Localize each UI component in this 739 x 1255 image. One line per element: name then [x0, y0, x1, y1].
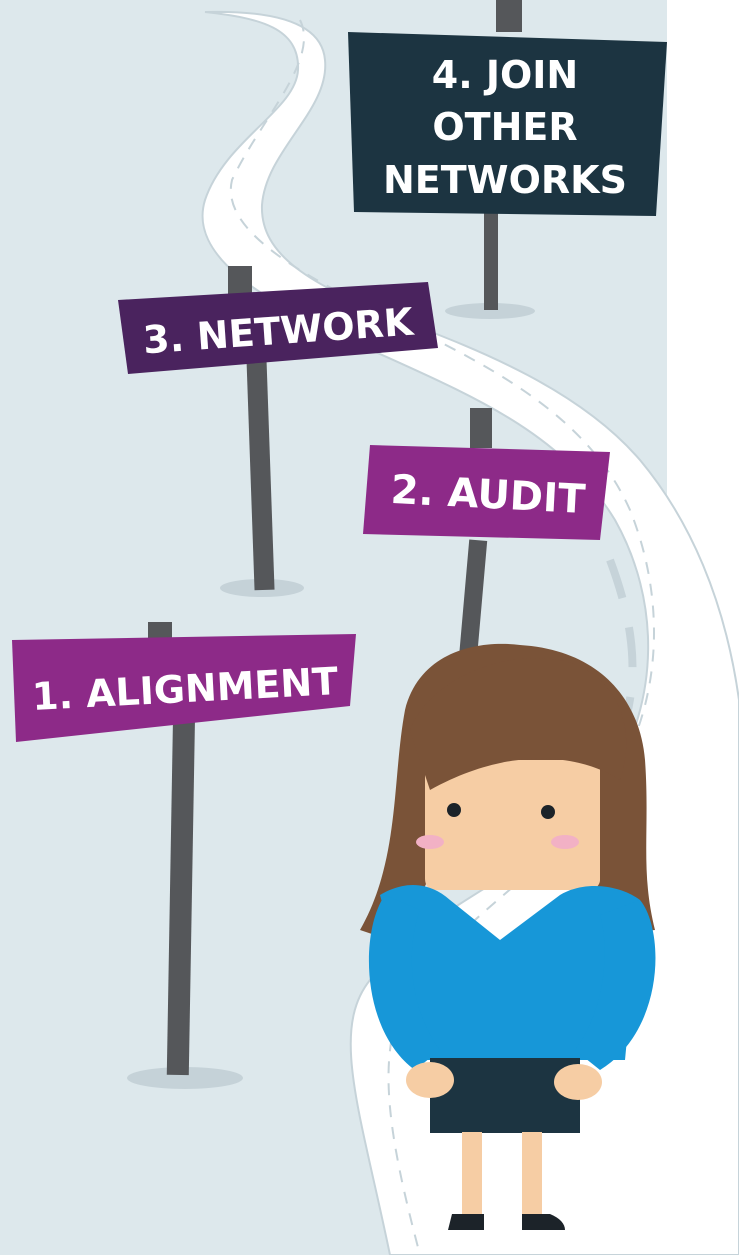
sign-label-line-3: NETWORKS: [383, 158, 627, 202]
sign-board: [12, 634, 356, 742]
sign-network: 3. NETWORK: [118, 266, 438, 597]
sign-board: [348, 32, 667, 216]
sign-post-top: [470, 408, 492, 448]
post-shadow: [445, 303, 535, 319]
right-eye: [541, 805, 555, 819]
face: [425, 760, 600, 890]
right-hand: [554, 1064, 602, 1100]
left-eye: [447, 803, 461, 817]
skirt: [430, 1058, 580, 1133]
right-shoe: [522, 1214, 565, 1230]
sign-board: [118, 282, 438, 374]
sign-alignment: 1. ALIGNMENT: [12, 622, 356, 1089]
sign-label-line-1: 4. JOIN: [432, 53, 579, 97]
sign-label-line-2: OTHER: [432, 105, 577, 149]
sign-audit: 2. AUDIT: [363, 408, 610, 661]
right-cheek: [551, 835, 579, 849]
hair-fringe: [410, 658, 627, 790]
sign-post: [166, 704, 196, 1076]
post-shadow: [127, 1067, 243, 1089]
sign-label: 2. AUDIT: [390, 467, 587, 523]
sign-board: [363, 445, 610, 540]
left-hand: [406, 1062, 454, 1098]
left-shoe: [448, 1214, 484, 1230]
sign-post: [245, 339, 275, 591]
sign-post-top: [496, 0, 522, 32]
sign-post: [484, 200, 498, 310]
sign-post: [458, 539, 488, 661]
sign-join-other-networks: 4. JOIN OTHER NETWORKS: [348, 0, 667, 319]
sign-post-top: [228, 266, 252, 294]
left-arm: [368, 895, 440, 1070]
right-arm: [575, 900, 656, 1070]
woman-character: [360, 643, 656, 1230]
left-leg: [462, 1132, 482, 1220]
left-cheek: [416, 835, 444, 849]
shirt: [380, 884, 640, 1060]
right-leg: [522, 1132, 542, 1220]
